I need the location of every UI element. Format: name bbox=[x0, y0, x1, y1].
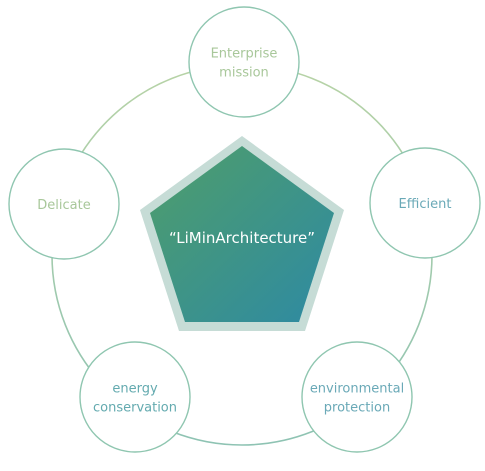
node-environmental-protection: environmental protection bbox=[301, 341, 413, 453]
node-circle bbox=[369, 147, 481, 259]
node-label: Efficient bbox=[399, 197, 452, 212]
node-circle bbox=[8, 148, 120, 260]
node-label: conservation bbox=[93, 401, 177, 416]
node-energy-conservation: energy conservation bbox=[79, 341, 191, 453]
node-label: mission bbox=[219, 66, 269, 81]
node-label: energy bbox=[112, 382, 158, 397]
center-pentagon bbox=[150, 146, 334, 322]
node-circle bbox=[301, 341, 413, 453]
node-label: Delicate bbox=[37, 198, 90, 213]
node-label: protection bbox=[324, 401, 390, 416]
node-circle bbox=[79, 341, 191, 453]
node-label: environmental bbox=[310, 382, 404, 397]
node-enterprise-mission: Enterprise mission bbox=[188, 6, 300, 118]
node-circle bbox=[188, 6, 300, 118]
center-label: “LiMinArchitecture” bbox=[169, 229, 315, 247]
node-efficient: Efficient bbox=[369, 147, 481, 259]
node-delicate: Delicate bbox=[8, 148, 120, 260]
node-label: Enterprise bbox=[211, 47, 278, 62]
